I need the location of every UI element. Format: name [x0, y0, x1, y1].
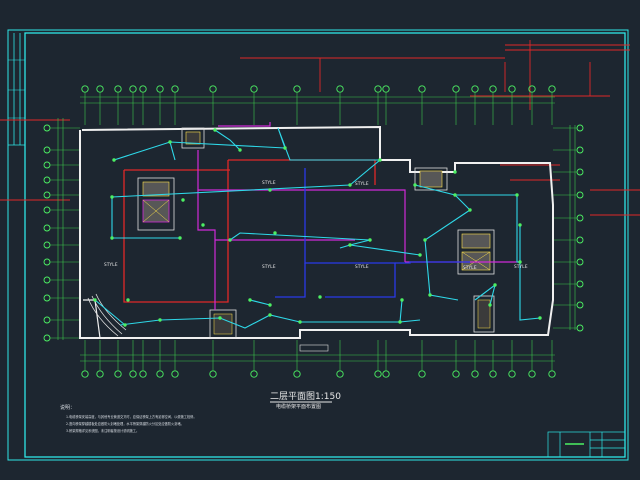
tray-node	[348, 243, 352, 247]
tray-node	[181, 198, 185, 202]
core-elevator-2	[414, 167, 448, 191]
tray-node	[518, 223, 522, 227]
core-elevator-3	[457, 229, 495, 275]
room-label: STYLE	[355, 264, 369, 270]
tray-node	[538, 316, 542, 320]
axis-grid-right	[553, 124, 584, 332]
axis-grid-bottom	[81, 340, 556, 378]
tray-node	[368, 238, 372, 242]
core-stair-2	[473, 295, 495, 333]
core-elevator-1	[137, 177, 175, 231]
notes-section: 说明： 1.电缆桥架安装高度，与其他专业管道交叉时，应保证桥架上方有足够空间，以…	[60, 404, 197, 433]
tray-node	[93, 298, 97, 302]
tray-node	[493, 283, 497, 287]
tray-node	[273, 231, 277, 235]
room-label: STYLE	[262, 180, 276, 186]
tray-node	[201, 223, 205, 227]
axis-grid-top	[81, 85, 556, 125]
tray-node	[413, 183, 417, 187]
tray-node	[168, 140, 172, 144]
drawing-title-block: 二层平面图1:150 电缆桥架平面布置图	[270, 391, 341, 410]
tray-node	[248, 298, 252, 302]
room-labels: STYLE STYLE STYLE STYLE STYLE STYLE STYL…	[104, 180, 528, 271]
tray-node	[238, 148, 242, 152]
tray-node	[400, 298, 404, 302]
axis-grid-left	[43, 124, 80, 342]
dimension-lines	[57, 96, 576, 362]
tray-node	[378, 158, 382, 162]
tray-node	[298, 320, 302, 324]
tray-node	[126, 298, 130, 302]
tray-node	[348, 183, 352, 187]
tray-node	[398, 320, 402, 324]
note-line: 1.电缆桥架安装高度，与其他专业管道交叉时，应保证桥架上方有足够空间，以便施工检…	[66, 414, 197, 419]
tray-node	[453, 193, 457, 197]
tray-node	[218, 316, 222, 320]
tray-node	[112, 158, 116, 162]
plan-tag	[299, 344, 329, 352]
tray-node	[213, 128, 217, 132]
room-label: STYLE	[355, 181, 369, 187]
room-label: STYLE	[463, 265, 477, 271]
notes-header: 说明：	[60, 404, 75, 411]
tray-node	[318, 295, 322, 299]
core-stair-1	[181, 127, 205, 149]
room-label: STYLE	[514, 264, 528, 270]
tray-node	[488, 303, 492, 307]
title-block	[547, 431, 626, 458]
drawing-subtitle: 电缆桥架平面布置图	[276, 403, 321, 410]
tray-node	[110, 195, 114, 199]
tray-node	[418, 253, 422, 257]
tray-node	[110, 236, 114, 240]
tray-node	[283, 146, 287, 150]
tray-node	[468, 208, 472, 212]
cable-tray-blue	[275, 168, 470, 298]
note-line: 2.竖向桥架穿越楼板处应做防火封堵处理，水平桥架穿越防火分区处应做防火封堵。	[66, 421, 184, 426]
tray-node	[428, 293, 432, 297]
tray-nodes	[93, 128, 542, 327]
tray-node	[423, 238, 427, 242]
drawing-frame	[7, 29, 629, 461]
tray-node	[178, 236, 182, 240]
note-line: 3.桥架规格详见系统图，未注明者按设计说明施工。	[66, 428, 139, 433]
room-label: STYLE	[104, 262, 118, 268]
drawing-title: 二层平面图1:150	[270, 391, 341, 402]
room-label: STYLE	[262, 264, 276, 270]
tray-node	[518, 260, 522, 264]
tray-node	[453, 170, 457, 174]
tray-node	[268, 303, 272, 307]
tray-node	[268, 313, 272, 317]
tray-node	[268, 188, 272, 192]
core-stair-3	[209, 309, 237, 339]
tray-node	[515, 193, 519, 197]
tray-node	[158, 318, 162, 322]
tray-node	[228, 238, 232, 242]
tray-node	[123, 323, 127, 327]
